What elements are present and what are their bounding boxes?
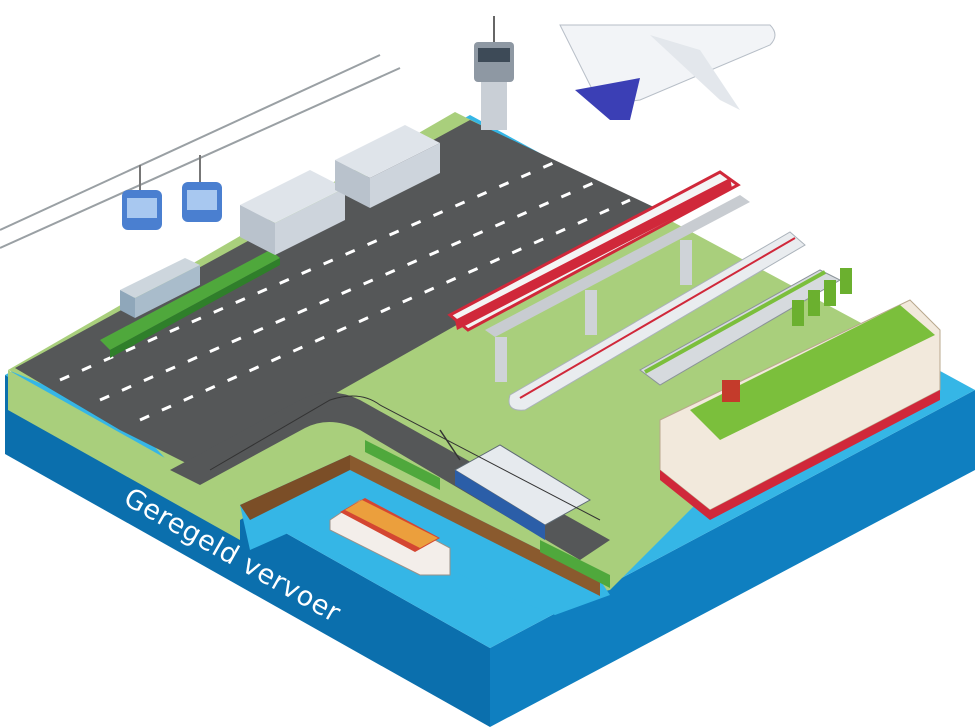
control-tower-icon	[474, 16, 514, 130]
metro-icon	[447, 170, 750, 382]
ferry-icon	[659, 299, 941, 520]
grass-land-front	[8, 370, 240, 540]
cable-car	[0, 54, 401, 249]
trees	[792, 268, 852, 326]
tour-boat-icon	[329, 498, 451, 576]
terminal-buildings	[240, 125, 440, 255]
main-road	[15, 120, 660, 470]
base-right-side	[490, 390, 975, 727]
bus-icon	[120, 258, 200, 318]
hedges	[100, 250, 610, 588]
trolley-road	[170, 392, 610, 560]
trolley-wires	[209, 395, 601, 521]
airplane-icon	[559, 24, 776, 120]
trolleybus-icon	[439, 429, 591, 540]
cable-car-icon	[122, 155, 222, 230]
high-speed-train-icon	[508, 231, 806, 411]
